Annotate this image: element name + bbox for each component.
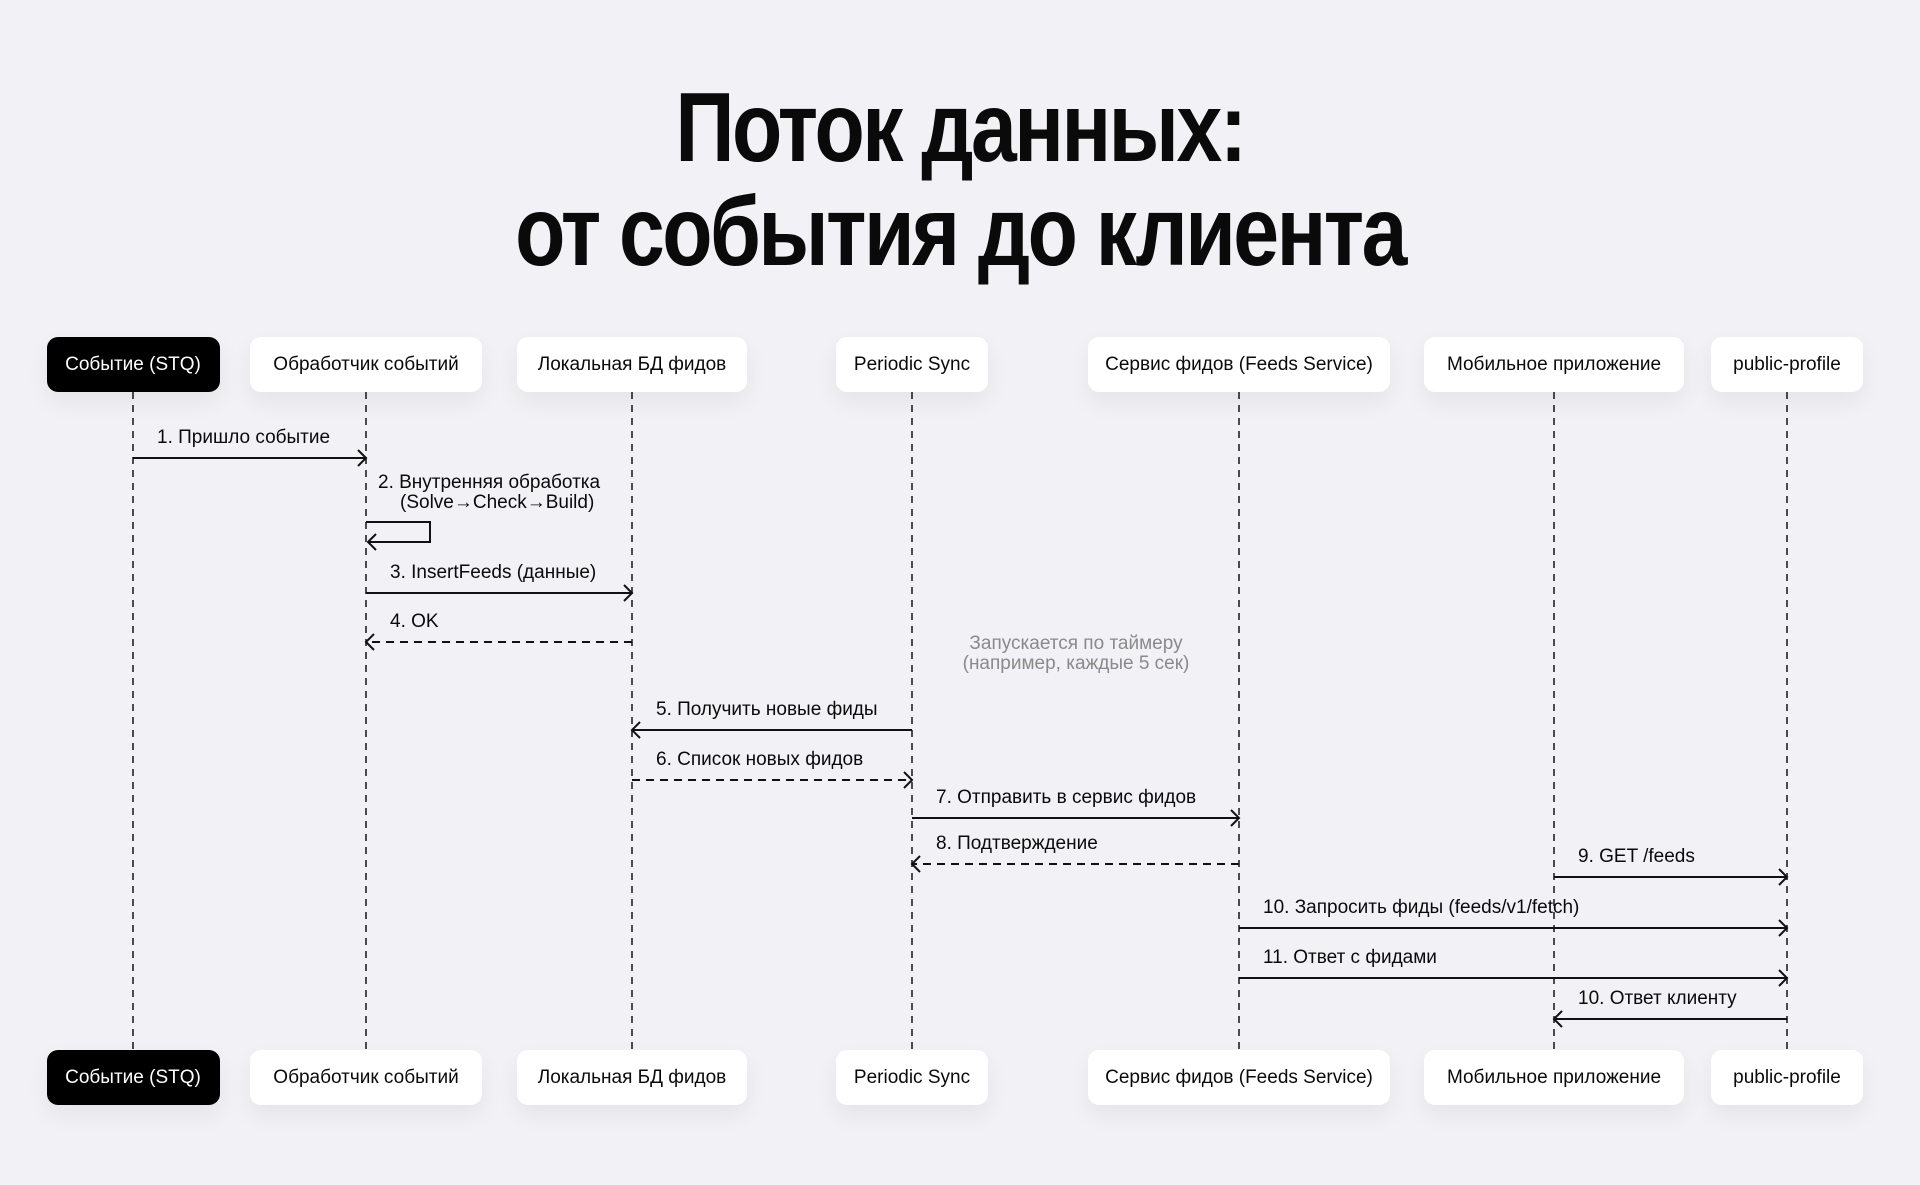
participant-bottom-0: Событие (STQ): [46, 1050, 220, 1105]
diagram-title-line-2: от события до клиента: [515, 176, 1407, 286]
message-label-8: 8. Подтверждение: [936, 833, 1098, 854]
participant-bottom-3: Periodic Sync: [836, 1050, 988, 1105]
message-label-7: 7. Отправить в сервис фидов: [936, 787, 1197, 808]
arrowhead-3: [623, 584, 634, 602]
message-label-3: 3. InsertFeeds (данные): [390, 562, 597, 583]
arrowhead-11: [1778, 969, 1789, 987]
arrowhead-10: [1778, 919, 1789, 937]
participant-bottom-5: Мобильное приложение: [1424, 1050, 1684, 1105]
message-label-10: 10. Запросить фиды (feeds/v1/fetch): [1263, 897, 1580, 918]
arrowhead-6: [903, 771, 914, 789]
message-label-12: 10. Ответ клиенту: [1578, 988, 1737, 1009]
participant-top-3: Periodic Sync: [836, 337, 988, 392]
arrowhead-2: [366, 533, 377, 551]
arrowhead-5: [630, 721, 641, 739]
message-label-5: 5. Получить новые фиды: [656, 699, 878, 720]
participant-top-1: Обработчик событий: [250, 337, 482, 392]
participant-top-4: Сервис фидов (Feeds Service): [1088, 337, 1390, 392]
message-label-1: 1. Пришло событие: [157, 427, 331, 448]
participant-bottom-4: Сервис фидов (Feeds Service): [1088, 1050, 1390, 1105]
participant-bottom-6: public-profile: [1711, 1050, 1863, 1105]
message-label-2-line-2: (Solve→Check→Build): [400, 491, 595, 513]
participant-top-6: public-profile: [1711, 337, 1863, 392]
participant-top-5: Мобильное приложение: [1424, 337, 1684, 392]
arrowhead-1: [357, 449, 368, 467]
message-label-9: 9. GET /feeds: [1578, 846, 1695, 867]
arrowhead-4: [364, 633, 375, 651]
timer-note-line-2: (например, каждые 5 сек): [962, 652, 1190, 674]
participant-bottom-1: Обработчик событий: [250, 1050, 482, 1105]
message-label-4: 4. OK: [390, 611, 439, 632]
diagram-title-line-1: Поток данных:: [675, 72, 1247, 182]
participant-bottom-2: Локальная БД фидов: [517, 1050, 747, 1105]
arrowhead-7: [1230, 809, 1241, 827]
participant-top-2: Локальная БД фидов: [517, 337, 747, 392]
message-label-6: 6. Список новых фидов: [656, 749, 864, 770]
arrowhead-9: [1778, 868, 1789, 886]
message-label-2-line-1: 2. Внутренняя обработка: [378, 472, 601, 493]
participant-top-0: Событие (STQ): [46, 337, 220, 392]
arrowhead-8: [910, 855, 921, 873]
arrowhead-12: [1552, 1010, 1563, 1028]
timer-note-line-1: Запускается по таймеру: [969, 633, 1183, 654]
self-message-arrow-2: [366, 521, 431, 543]
message-label-2: 2. Внутренняя обработка(Solve→Check→Buil…: [378, 473, 600, 513]
message-label-11: 11. Ответ с фидами: [1263, 947, 1437, 968]
timer-note: Запускается по таймеру (например, каждые…: [963, 634, 1190, 674]
